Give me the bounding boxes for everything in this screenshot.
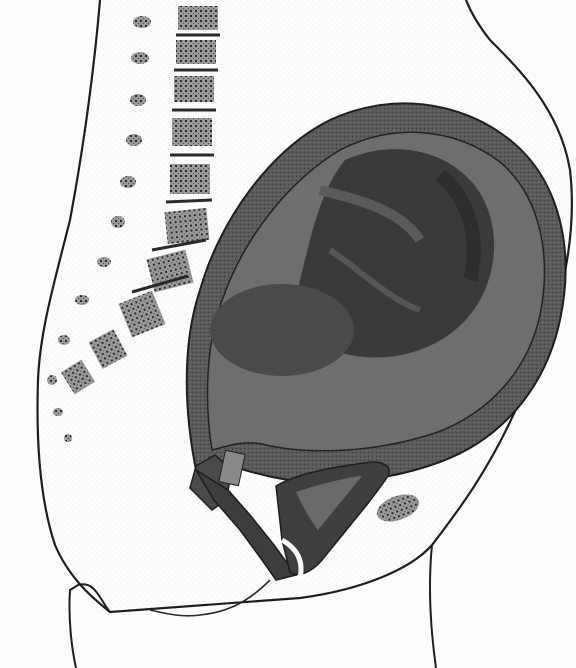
- vertebra: [174, 76, 214, 102]
- thigh-outline: [430, 545, 436, 668]
- spinous-process: [133, 16, 151, 28]
- spinous-process: [47, 375, 57, 385]
- spinous-process: [58, 335, 70, 345]
- spinous-process: [130, 94, 146, 106]
- vertebra: [176, 40, 216, 64]
- vertebra: [172, 118, 212, 146]
- vertebra: [164, 208, 209, 244]
- spinous-process: [126, 134, 142, 146]
- fetal-head: [210, 284, 354, 376]
- vertebra: [178, 6, 218, 30]
- spinous-process: [111, 216, 125, 228]
- coccyx: [64, 434, 72, 442]
- spinous-process: [97, 257, 111, 267]
- vertebra: [170, 164, 210, 194]
- spinous-process: [120, 176, 136, 188]
- spinous-process: [75, 295, 89, 305]
- coccyx: [53, 408, 63, 416]
- spinous-process: [131, 52, 149, 64]
